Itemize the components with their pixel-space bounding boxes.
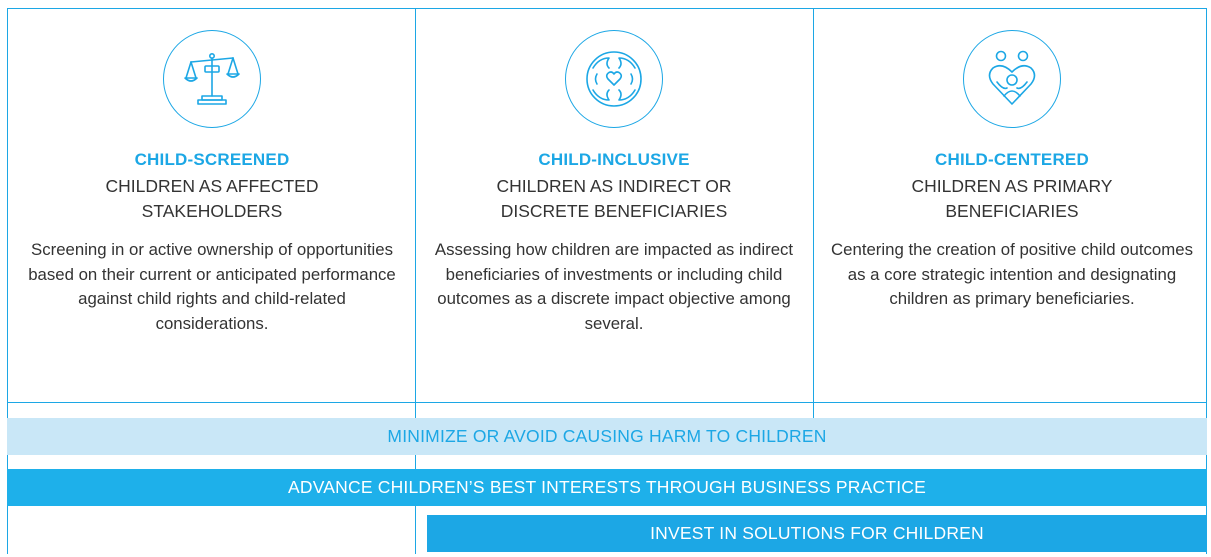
column-divider-1 [415, 8, 416, 554]
column-child-inclusive: CHILD-INCLUSIVE CHILDREN AS INDIRECT OR … [414, 8, 814, 336]
column-subtitle-line: BENEFICIARIES [945, 201, 1079, 221]
hands-around-heart-icon [565, 30, 663, 128]
band-advance-interests: ADVANCE CHILDREN’S BEST INTERESTS THROUG… [7, 469, 1207, 506]
column-child-centered: CHILD-CENTERED CHILDREN AS PRIMARY BENEF… [812, 8, 1211, 312]
column-subtitle: CHILDREN AS INDIRECT OR DISCRETE BENEFIC… [414, 174, 814, 224]
column-subtitle-line: DISCRETE BENEFICIARIES [500, 201, 728, 221]
column-subtitle-line: CHILDREN AS INDIRECT OR [496, 176, 732, 196]
column-description: Screening in or active ownership of oppo… [28, 240, 396, 333]
column-subtitle: CHILDREN AS AFFECTED STAKEHOLDERS [12, 174, 412, 224]
column-description: Assessing how children are impacted as i… [434, 240, 794, 333]
column-subtitle: CHILDREN AS PRIMARY BENEFICIARIES [812, 174, 1211, 224]
column-description: Centering the creation of positive child… [831, 240, 1193, 308]
diagram-frame [7, 8, 1207, 554]
column-subtitle-line: CHILDREN AS PRIMARY [911, 176, 1113, 196]
column-title: CHILD-CENTERED [935, 150, 1089, 169]
column-title: CHILD-SCREENED [134, 150, 290, 169]
columns-bottom-rule [7, 402, 1207, 403]
band-invest-solutions: INVEST IN SOLUTIONS FOR CHILDREN [427, 515, 1207, 552]
column-subtitle-line: CHILDREN AS AFFECTED [105, 176, 319, 196]
column-title: CHILD-INCLUSIVE [538, 150, 690, 169]
scales-of-justice-icon [163, 30, 261, 128]
family-heart-icon [963, 30, 1061, 128]
band-minimize-harm: MINIMIZE OR AVOID CAUSING HARM TO CHILDR… [7, 418, 1207, 455]
column-divider-2 [813, 8, 814, 418]
column-child-screened: CHILD-SCREENED CHILDREN AS AFFECTED STAK… [12, 8, 412, 336]
column-subtitle-line: STAKEHOLDERS [141, 201, 283, 221]
